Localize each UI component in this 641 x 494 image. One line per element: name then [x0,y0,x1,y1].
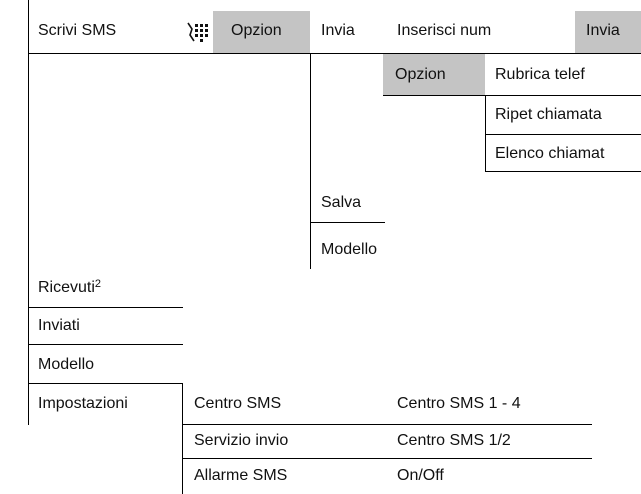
inviati-rule [28,344,183,345]
modello-rule [28,383,183,384]
elenco-rule [485,171,641,172]
salva-rule [310,222,385,223]
menu-item-impostazioni[interactable]: Impostazioni [38,395,128,412]
centro-rule [182,424,592,425]
invia-cell-shade [575,11,641,53]
menu-item-scrivi-sms[interactable]: Scrivi SMS [38,22,117,39]
opzion-vertical-line [310,54,311,269]
menu-item-opzion[interactable]: Opzion [231,22,282,39]
menu-item-modello[interactable]: Modello [321,241,378,258]
menu-item-invia-softkey[interactable]: Invia [586,22,620,39]
option-centro-sms-12: Centro SMS 1/2 [397,432,511,449]
opzion-rubrica-rule [383,95,641,96]
menu-item-salva[interactable]: Salva [321,194,362,211]
option-centro-sms-range: Centro SMS 1 - 4 [397,395,521,412]
menu-item-modello-main[interactable]: Modello [38,356,95,373]
t9-text-input-icon [187,22,208,42]
menu-item-centro-sms[interactable]: Centro SMS [194,395,282,412]
menu-item-invia[interactable]: Invia [321,22,355,39]
opzion-sub-cell-shade [383,54,485,95]
ricevuti-footnote: 2 [94,278,102,290]
option-on-off: On/Off [397,467,444,484]
menu-item-ripet-chiamata[interactable]: Ripet chiamata [495,106,602,123]
servizio-rule [182,458,592,459]
top-row-rule [28,53,641,54]
menu-item-allarme-sms[interactable]: Allarme SMS [194,467,288,484]
menu-item-rubrica-telef[interactable]: Rubrica telef [495,66,585,83]
impostazioni-vertical-line [182,384,183,494]
ricevuti-rule [28,307,183,308]
left-vertical-line [28,0,29,425]
menu-item-inviati[interactable]: Inviati [38,317,80,334]
submenu-vertical-line [485,96,486,171]
opzion-cell-shade [213,11,310,53]
menu-item-inserisci-num[interactable]: Inserisci num [397,22,492,39]
menu-item-opzion-sub[interactable]: Opzion [395,66,446,83]
menu-item-ricevuti[interactable]: Ricevuti2 [38,278,101,299]
menu-item-elenco-chiamat[interactable]: Elenco chiamat [495,145,605,162]
menu-item-servizio-invio[interactable]: Servizio invio [194,432,289,449]
ricevuti-label: Ricevuti [38,279,95,296]
ripet-rule [485,134,641,135]
